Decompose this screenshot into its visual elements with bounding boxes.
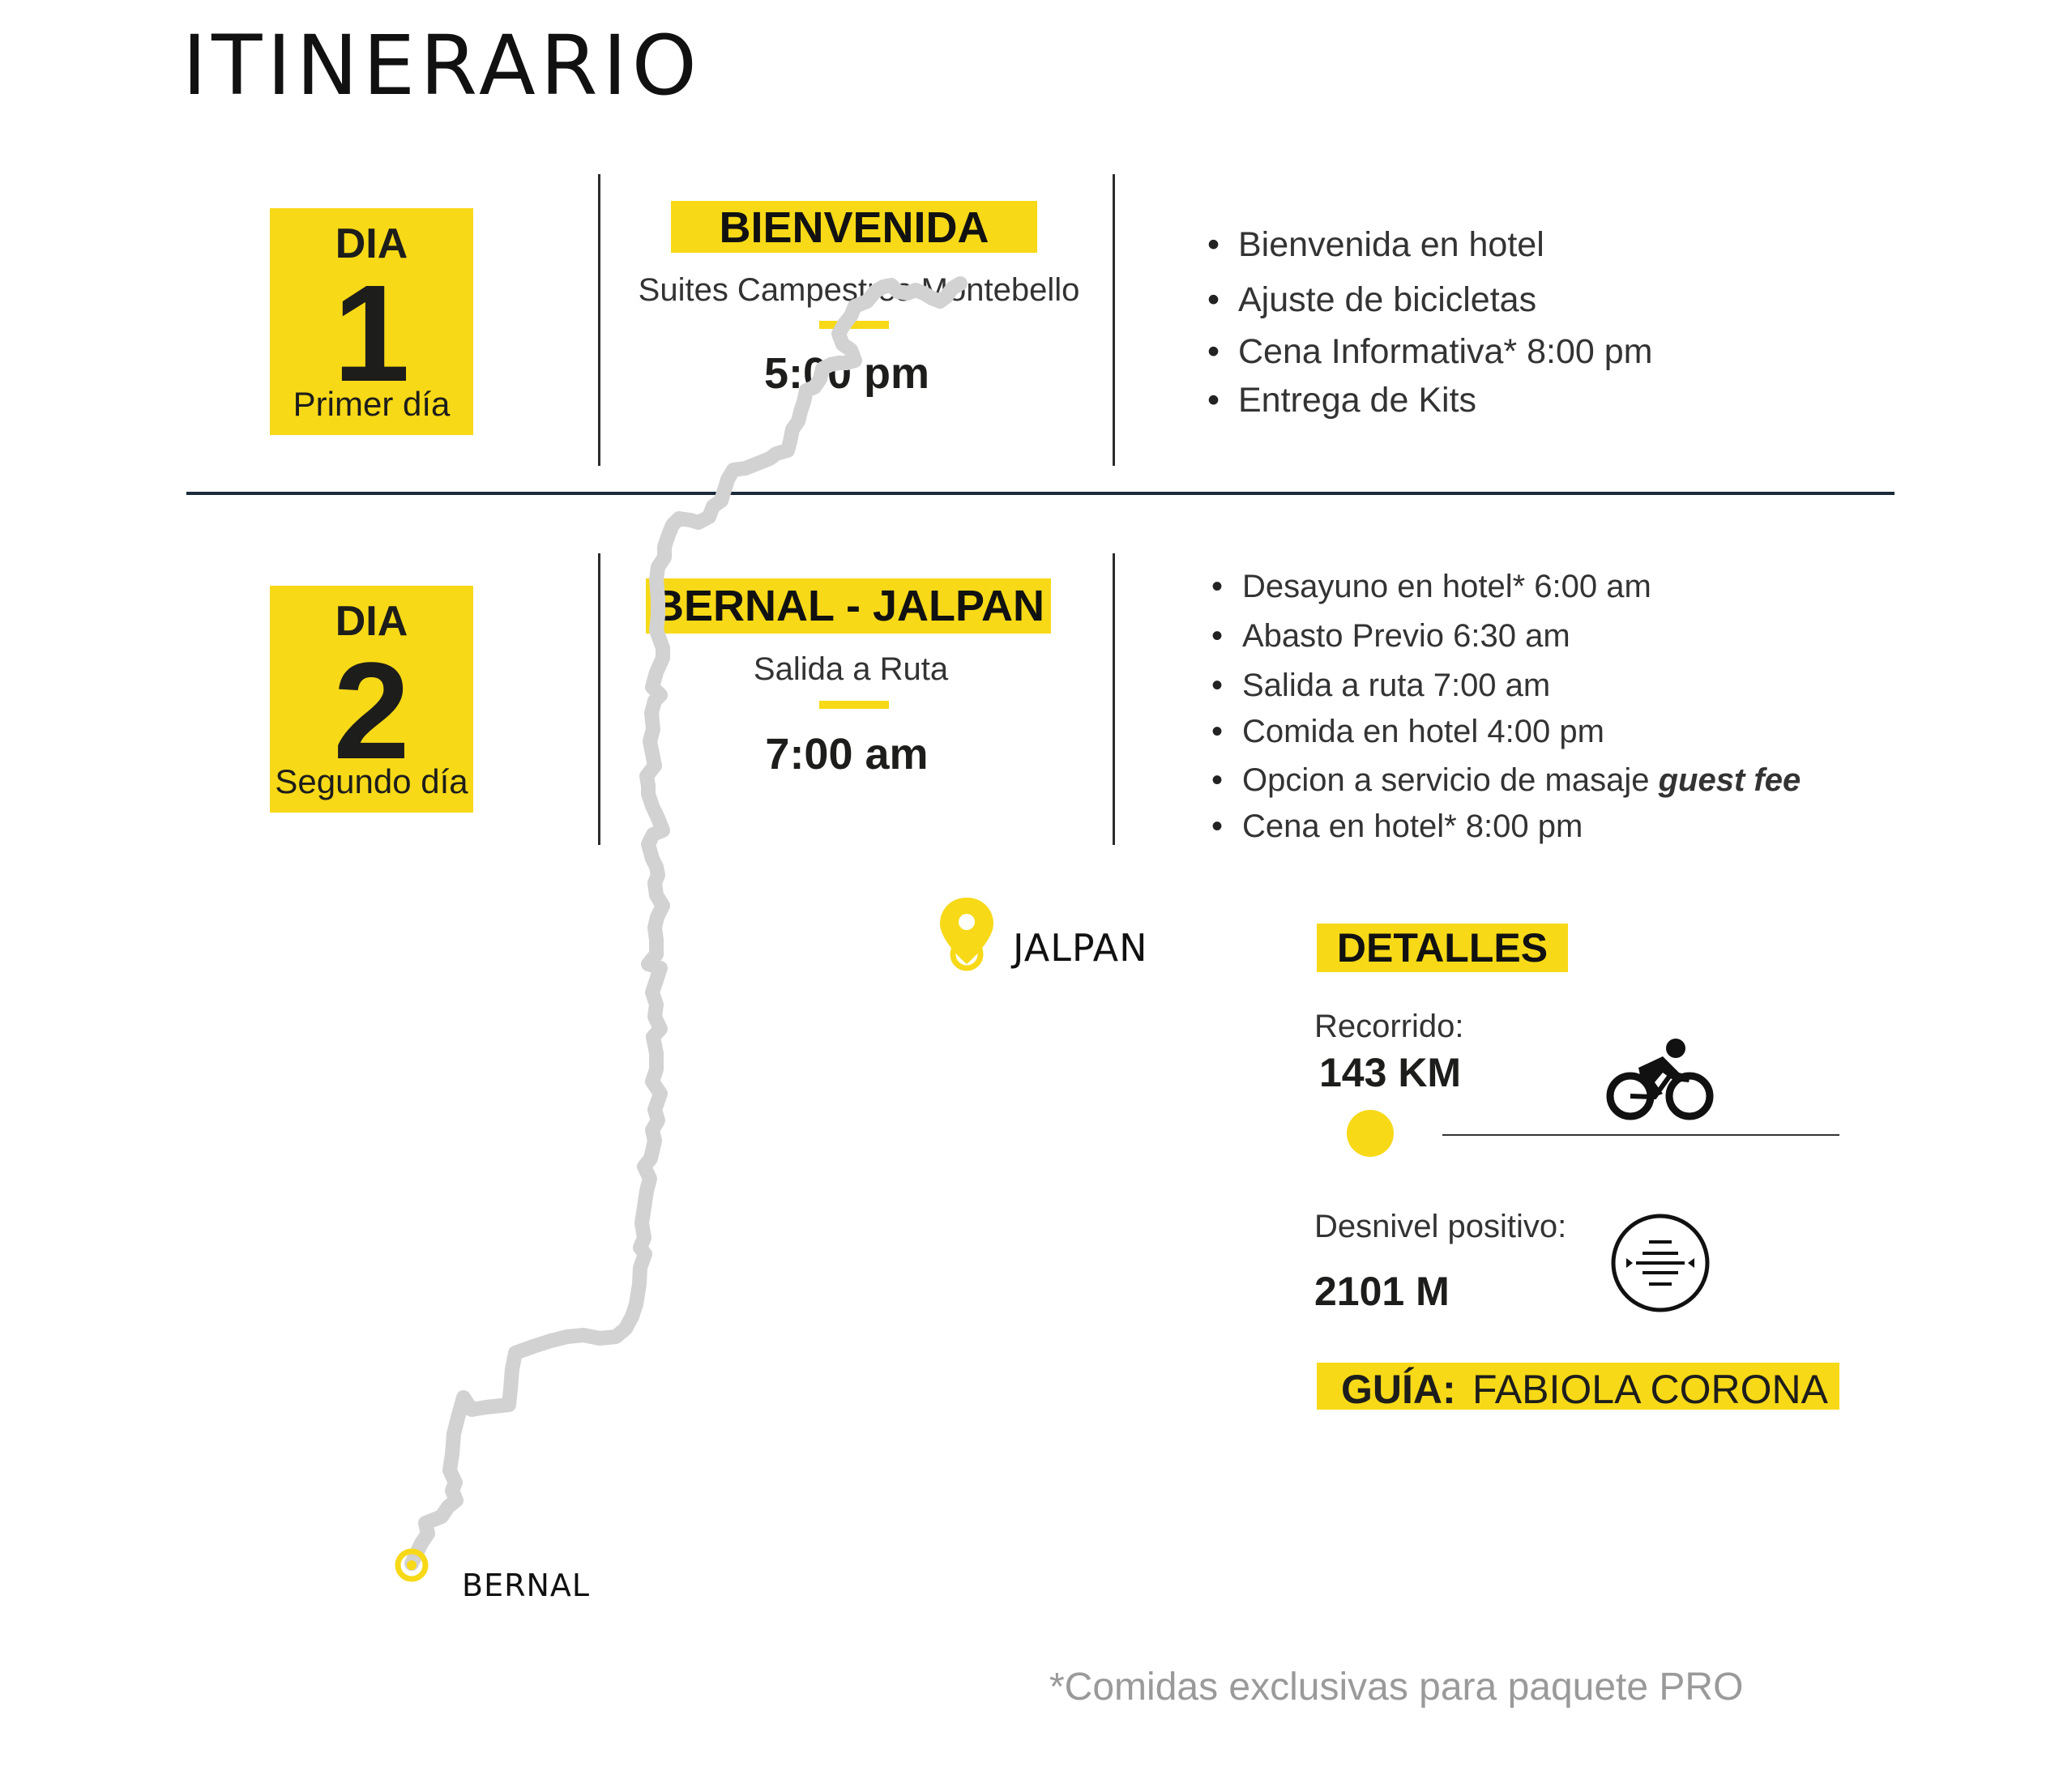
accent-dash <box>819 321 889 329</box>
start-city-label: BERNAL <box>462 1568 591 1603</box>
day-label: DIA <box>335 598 408 645</box>
day-subtitle: Primer día <box>293 385 451 423</box>
day-2-badge: DIA 2 Segundo día <box>270 586 473 813</box>
distance-label: Recorrido: <box>1314 1009 1464 1044</box>
day-subtitle: Segundo día <box>275 762 468 800</box>
day-2-time: 7:00 am <box>765 730 929 779</box>
route-line <box>404 276 968 1571</box>
distance-value: 143 KM <box>1319 1050 1462 1095</box>
elevation-icon <box>1611 1214 1710 1312</box>
list-item: Comida en hotel 4:00 pm <box>1211 714 1801 762</box>
cyclist-icon <box>1606 1039 1714 1120</box>
list-item: Salida a ruta 7:00 am <box>1211 668 1801 714</box>
details-divider <box>1442 1134 1839 1136</box>
elevation-value: 2101 M <box>1314 1269 1450 1314</box>
details-heading: DETALLES <box>1317 924 1568 972</box>
column-divider <box>1113 174 1115 466</box>
list-item: Entrega de Kits <box>1207 381 1653 429</box>
accent-dot <box>1347 1110 1394 1157</box>
list-item: Ajuste de bicicletas <box>1207 280 1653 332</box>
list-item: Desayuno en hotel* 6:00 am <box>1211 569 1801 618</box>
list-item: Opcion a servicio de masaje guest fee <box>1211 762 1801 809</box>
list-item: Cena en hotel* 8:00 pm <box>1211 809 1801 855</box>
column-divider <box>1113 553 1115 845</box>
day-number: 1 <box>333 257 410 411</box>
day-2-activity-list: Desayuno en hotel* 6:00 am Abasto Previo… <box>1211 569 1801 855</box>
accent-dash <box>819 701 889 709</box>
day-1-heading: BIENVENIDA <box>671 201 1037 253</box>
section-divider <box>186 492 1895 495</box>
guest-fee-emphasis: guest fee <box>1658 762 1801 798</box>
column-divider <box>598 553 600 845</box>
day-label: DIA <box>335 220 408 267</box>
end-marker-icon <box>950 937 984 971</box>
guide-label: GUÍA: <box>1341 1367 1456 1412</box>
day-number: 2 <box>333 634 410 788</box>
guide-name: FABIOLA CORONA <box>1472 1367 1829 1412</box>
end-city-label: JALPAN <box>1013 926 1148 970</box>
page-title: ITINERARIO <box>182 18 702 114</box>
list-item: Bienvenida en hotel <box>1207 225 1653 280</box>
day-1-activity-list: Bienvenida en hotel Ajuste de bicicletas… <box>1207 225 1653 429</box>
list-item: Cena Informativa* 8:00 pm <box>1207 332 1653 381</box>
guide-banner: GUÍA: FABIOLA CORONA <box>1317 1363 1839 1412</box>
start-marker-icon <box>395 1548 429 1582</box>
footnote: *Comidas exclusivas para paquete PRO <box>1049 1666 1744 1709</box>
list-item: Abasto Previo 6:30 am <box>1211 618 1801 668</box>
day-2-place: Salida a Ruta <box>753 651 949 687</box>
elevation-label: Desnivel positivo: <box>1314 1209 1567 1244</box>
day-1-badge: DIA 1 Primer día <box>270 208 473 435</box>
day-2-heading: BERNAL - JALPAN <box>646 578 1051 634</box>
column-divider <box>598 174 600 466</box>
